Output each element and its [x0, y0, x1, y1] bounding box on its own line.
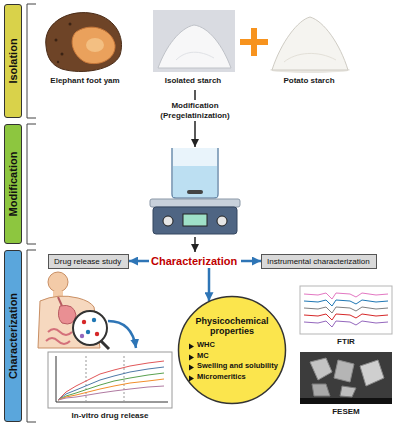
flow-arrow	[208, 268, 211, 301]
figure-label: Potato starch	[267, 76, 351, 86]
flow-arrow	[241, 260, 261, 263]
magnetic-stirrer	[187, 190, 203, 194]
magnetic-stirrer	[172, 148, 218, 198]
human-body-illustration	[46, 329, 72, 344]
yam-illustration	[57, 61, 59, 63]
drug-release-chart	[58, 367, 164, 400]
heading-node: Characterization	[149, 254, 241, 268]
human-body-illustration	[92, 318, 96, 322]
property-circle: Physicochemical propertiesWHCMCSwelling …	[177, 295, 287, 405]
process-box: Instrumental characterization	[261, 254, 377, 269]
isolated-starch-photo	[158, 25, 231, 68]
section-bracket	[27, 250, 36, 422]
yam-illustration	[46, 13, 122, 72]
process-arrow	[194, 237, 196, 252]
magnetic-stirrer	[150, 199, 240, 207]
drug-release-chart	[56, 356, 168, 402]
section-label: Modification	[7, 152, 19, 217]
isolated-starch-photo	[153, 10, 235, 72]
fesem-micrograph	[312, 384, 330, 396]
human-body-illustration	[48, 272, 68, 292]
human-body-illustration	[38, 272, 109, 349]
fesem-micrograph	[300, 398, 392, 404]
fesem-micrograph	[340, 386, 356, 397]
isolated-starch-photo	[153, 10, 235, 72]
drug-release-chart	[58, 386, 164, 400]
magnetic-stirrer	[217, 216, 227, 226]
ftir-spectra	[300, 286, 392, 334]
fesem-micrograph	[300, 352, 392, 404]
process-box: Drug release study	[48, 254, 129, 269]
ftir-spectra	[300, 286, 392, 334]
circle-text-block: Physicochemical propertiesWHCMCSwelling …	[182, 316, 282, 383]
section-tab: Isolation	[4, 4, 22, 118]
fesem-micrograph	[310, 358, 332, 380]
human-body-illustration	[73, 311, 107, 345]
figure-label: Elephant foot yam	[39, 76, 131, 86]
potato-starch-photo	[270, 17, 350, 73]
yam-illustration	[86, 38, 104, 52]
circle-outline	[179, 297, 286, 404]
magnetic-stirrer	[153, 207, 237, 234]
human-body-illustration	[101, 341, 109, 349]
human-body-illustration	[95, 332, 99, 336]
circle-outline	[177, 295, 287, 405]
yam-illustration	[69, 23, 72, 26]
potato-starch-photo	[284, 53, 336, 62]
plus-sign	[240, 28, 268, 56]
section-label: Characterization	[7, 293, 19, 379]
fesem-micrograph	[360, 360, 384, 386]
ftir-spectra	[304, 293, 388, 299]
section-bracket	[27, 124, 36, 244]
magnetic-stirrer	[150, 148, 240, 234]
bullet-item: WHC	[188, 340, 282, 351]
fesem-micrograph	[300, 352, 392, 404]
box-label: Instrumental characterization	[267, 257, 371, 266]
drug-release-chart	[58, 379, 164, 400]
box-label: Drug release study	[54, 257, 123, 266]
yam-illustration	[46, 13, 122, 72]
magnetic-stirrer	[183, 214, 207, 226]
drug-release-chart	[48, 352, 172, 408]
human-body-illustration	[86, 330, 90, 334]
bullet-item: MC	[188, 351, 282, 362]
release-arrow	[108, 321, 136, 348]
potato-starch-photo	[272, 17, 348, 70]
fesem-micrograph	[334, 360, 354, 382]
isolated-starch-photo	[176, 52, 214, 60]
section-bracket	[27, 4, 36, 422]
yam-illustration	[61, 53, 64, 56]
section-label: Isolation	[7, 38, 19, 83]
figure-label: FESEM	[316, 407, 376, 417]
human-body-illustration	[58, 297, 62, 306]
heading-text: Characterization	[151, 255, 239, 267]
yam-illustration	[55, 39, 58, 42]
drug-release-chart	[48, 352, 172, 408]
magnetic-stirrer	[173, 166, 217, 197]
section-tab: Modification	[4, 124, 22, 244]
figure-label: FTIR	[316, 337, 376, 347]
drug-release-chart	[58, 361, 164, 400]
ftir-spectra	[304, 314, 388, 320]
drug-release-chart	[58, 373, 164, 400]
section-bracket	[27, 4, 36, 118]
yam-illustration	[72, 27, 115, 63]
bullet-item: Micromeritics	[188, 373, 282, 384]
ftir-spectra	[304, 321, 388, 327]
figure-label: Isolated starch	[151, 76, 235, 86]
ftir-spectra	[304, 307, 388, 313]
section-tab: Characterization	[4, 250, 22, 422]
arrow-label: Modification (Pregelatinization)	[147, 100, 243, 121]
human-body-illustration	[82, 320, 86, 324]
ftir-spectra	[304, 300, 388, 306]
flow-arrow	[129, 260, 149, 263]
magnetic-stirrer	[163, 216, 173, 226]
circle-title: Physicochemical properties	[182, 316, 282, 337]
bullet-item: Swelling and solubility	[188, 362, 282, 373]
human-body-illustration	[80, 334, 84, 338]
figure-label: In-vitro drug release	[54, 411, 166, 421]
